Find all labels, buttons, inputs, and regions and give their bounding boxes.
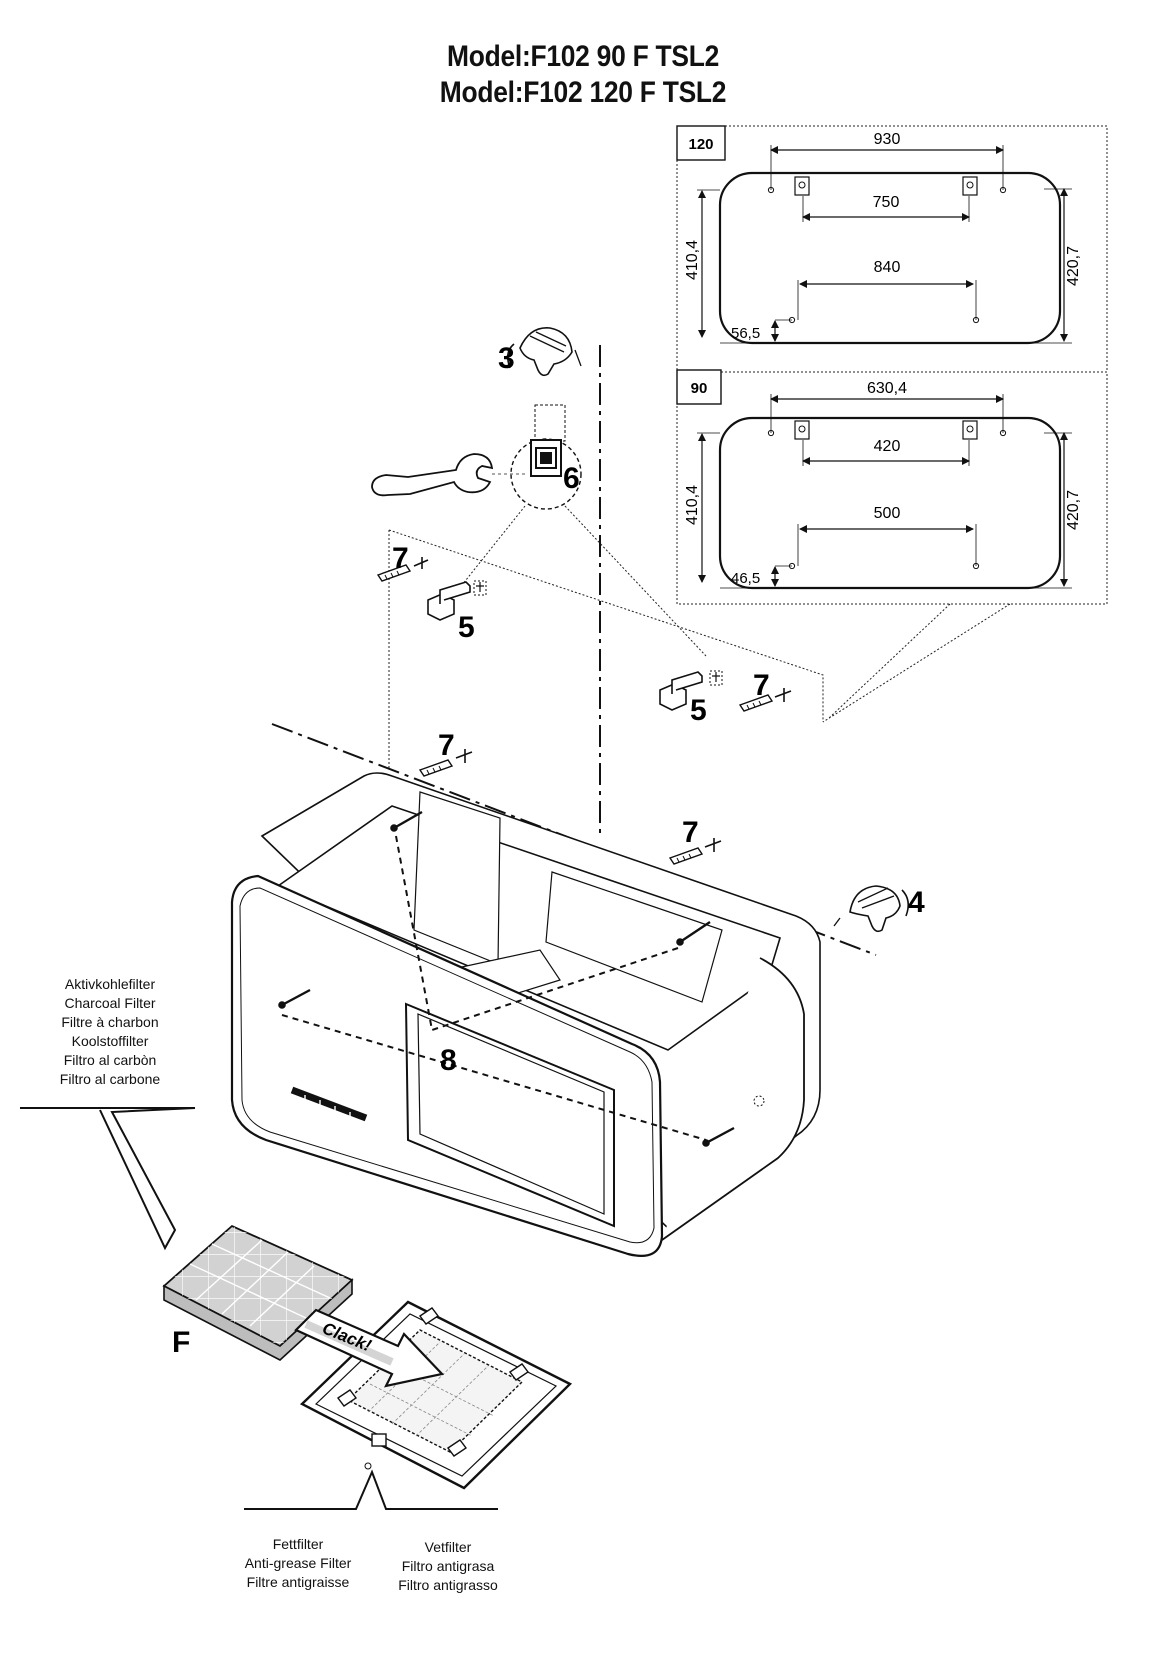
label-nl: Koolstoffilter [71, 1033, 149, 1049]
model-title-90: Model:F102 90 F TSL2 [446, 40, 719, 73]
label-fr: Filtre antigraisse [246, 1574, 350, 1590]
dim-56-5-label: 56,5 [731, 325, 760, 342]
step-7c-label: 7 [438, 729, 455, 762]
wall-plug-icon [738, 688, 792, 712]
dim-840-label: 840 [874, 259, 901, 276]
label-it: Filtro al carbone [59, 1071, 161, 1087]
panel-90-tag: 90 [691, 380, 708, 397]
hand-pointer-icon [506, 327, 582, 377]
wall-plug-icon [418, 749, 473, 777]
label-de: Fettfilter [272, 1536, 324, 1552]
grease-filter-labels-right: Vetfilter Filtro antigrasa Filtro antigr… [378, 1538, 518, 1595]
step-3-label: 3 [498, 342, 515, 375]
step-8-label: 8 [440, 1044, 457, 1077]
step-5b-label: 5 [690, 694, 707, 727]
dim-46-5-label: 46,5 [731, 570, 760, 587]
step-5a-label: 5 [458, 611, 475, 644]
bracket-icon [962, 420, 978, 440]
dim-500-label: 500 [874, 505, 901, 522]
label-es: Filtro antigrasa [401, 1558, 495, 1574]
dim-750-label: 750 [873, 194, 900, 211]
charcoal-filter-labels: Aktivkohlefilter Charcoal Filter Filtre … [20, 975, 200, 1089]
dim-420-7-label: 420,7 [1065, 246, 1082, 286]
label-fr: Filtre à charbon [61, 1014, 159, 1030]
panel-120: 120 930 750 840 410,4 420,7 [676, 125, 1108, 373]
filter-f-label: F [172, 1326, 190, 1359]
grease-filter-labels-left: Fettfilter Anti-grease Filter Filtre ant… [228, 1535, 368, 1592]
wall-plug-icon [668, 838, 722, 865]
callout-funnel [822, 603, 1011, 723]
step-7a-label: 7 [392, 542, 409, 575]
hole-mark [767, 186, 775, 194]
hanging-bracket-icon [427, 580, 487, 621]
wrench-icon [371, 453, 494, 497]
label-en: Charcoal Filter [64, 995, 156, 1011]
charcoal-filter-icon [162, 1224, 354, 1361]
step-7d-label: 7 [682, 816, 699, 849]
panel-120-tag: 120 [688, 136, 713, 153]
step-7b-label: 7 [753, 669, 770, 702]
panel-90-frame [676, 371, 1108, 605]
charcoal-leader-line [20, 1107, 196, 1251]
dim-420-label: 420 [874, 438, 901, 455]
screw-path [281, 835, 707, 1141]
hanging-bracket-icon [659, 670, 723, 711]
hole-mark [999, 186, 1007, 194]
dim-630-4-label: 630,4 [867, 380, 907, 397]
dim-930-label: 930 [874, 131, 901, 148]
label-it: Filtro antigrasso [398, 1577, 498, 1593]
bracket-icon [962, 176, 978, 196]
step-4-label: 4 [908, 886, 925, 919]
bracket-icon [794, 176, 810, 196]
grease-leader-line [244, 1469, 498, 1510]
dim-410-4-label: 410,4 [684, 240, 701, 280]
label-de: Aktivkohlefilter [64, 976, 156, 992]
bracket-outline-icon [534, 404, 566, 442]
bracket-icon [794, 420, 810, 440]
dim-410-4-b-label: 410,4 [684, 485, 701, 525]
model-title-120: Model:F102 120 F TSL2 [439, 76, 727, 109]
panel-120-frame [676, 125, 1108, 373]
cooker-hood-body [230, 772, 821, 1257]
label-es: Filtro al carbòn [63, 1052, 157, 1068]
dim-420-7-b-label: 420,7 [1065, 490, 1082, 530]
label-nl: Vetfilter [424, 1539, 472, 1555]
panel-120-tag-box [676, 125, 726, 161]
step-6-label: 6 [563, 462, 580, 495]
insert-arrow-icon [294, 1308, 445, 1388]
hand-pointer-icon [833, 885, 910, 933]
panel-90-tag-box [676, 369, 722, 405]
label-en: Anti-grease Filter [244, 1555, 352, 1571]
wall-plug-icon [376, 557, 429, 582]
panel-90: 90 630,4 420 500 410,4 420,7 [676, 369, 1108, 605]
wall-outline [388, 529, 824, 722]
